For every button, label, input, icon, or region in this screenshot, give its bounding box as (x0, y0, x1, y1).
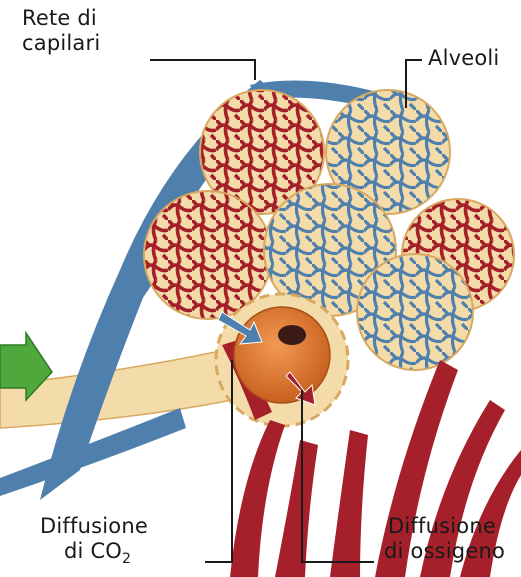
capillary-network-label: Rete di capilari (22, 6, 100, 56)
co2-diffusion-label: Diffusione di CO2 (40, 514, 148, 572)
oxygen-diffusion-line1: Diffusione (384, 514, 505, 539)
capillary-network-line1: Rete di (22, 6, 100, 31)
capillary-network-line2: capilari (22, 31, 100, 56)
cell-nucleus (278, 325, 306, 345)
oxygen-diffusion-line2: di ossigeno (384, 539, 505, 564)
co2-prefix: di CO (64, 539, 122, 563)
red-blood-cell (234, 307, 330, 403)
co2-diffusion-line2: di CO2 (40, 539, 148, 572)
oxygen-diffusion-label: Diffusione di ossigeno (384, 514, 505, 564)
alveoli-label: Alveoli (428, 46, 499, 71)
alveolus (357, 254, 473, 370)
co2-subscript: 2 (122, 551, 131, 567)
co2-diffusion-line1: Diffusione (40, 514, 148, 539)
alveoli-label-text: Alveoli (428, 46, 499, 71)
